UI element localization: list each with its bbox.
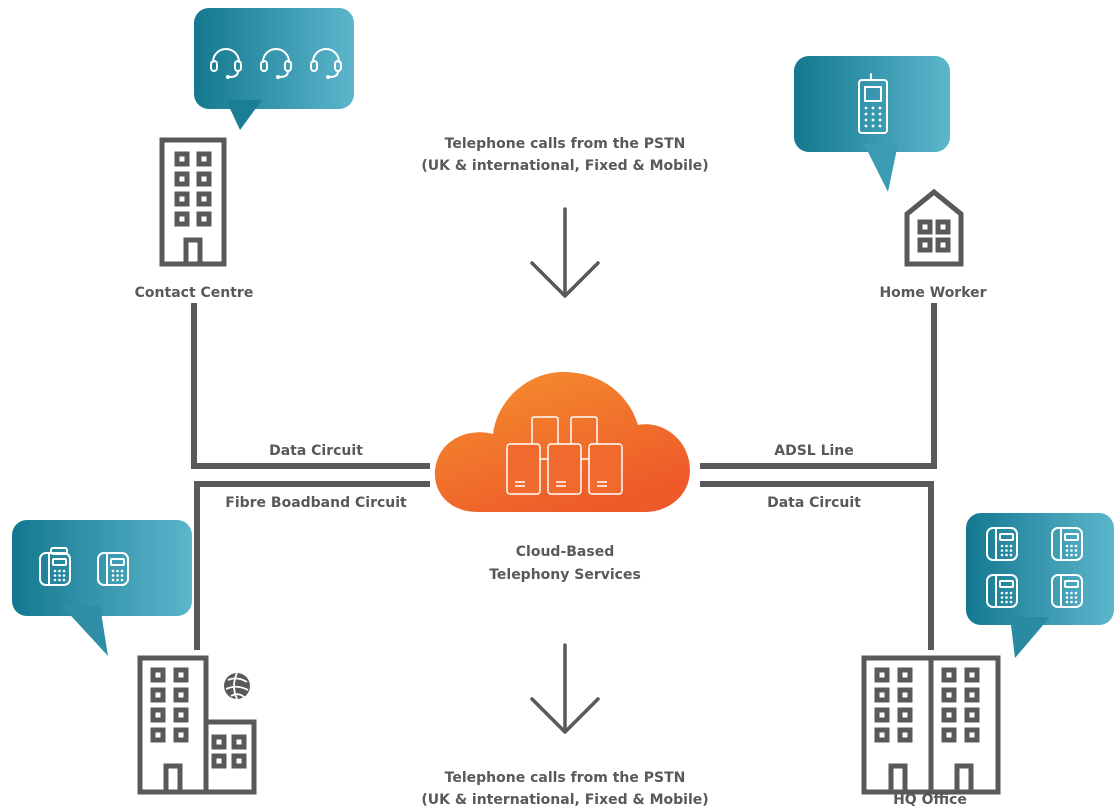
hq-office-label: HQ Office	[893, 792, 967, 808]
desk-phone-icon	[39, 547, 129, 586]
top-pstn-label-line2: (UK & international, Fixed & Mobile)	[421, 158, 708, 174]
cloud-label-line2: Telephony Services	[489, 567, 641, 583]
branch-office-link	[194, 481, 430, 650]
house-icon	[904, 188, 964, 267]
contact-centre-bubble	[194, 8, 354, 130]
home-worker-bubble	[794, 56, 950, 192]
branch-office-building-icon	[137, 655, 257, 795]
down-arrow-bottom	[530, 643, 600, 734]
globe-icon	[224, 672, 250, 700]
cloud-label-line1: Cloud-Based	[516, 544, 614, 560]
mobile-phone-icon	[858, 73, 888, 134]
hq-office-link-label: Data Circuit	[767, 495, 861, 511]
branch-office-bubble	[12, 520, 192, 656]
home-worker-label: Home Worker	[879, 285, 986, 301]
contact-centre-link-label: Data Circuit	[269, 443, 363, 459]
contact-centre-label: Contact Centre	[135, 285, 254, 301]
contact-centre-link	[191, 303, 430, 469]
home-worker-link	[700, 303, 937, 469]
bottom-pstn-label-line2: (UK & international, Fixed & Mobile)	[421, 792, 708, 808]
top-pstn-label-line1: Telephone calls from the PSTN	[445, 136, 686, 152]
home-worker-link-label: ADSL Line	[774, 443, 854, 459]
bottom-pstn-label-line1: Telephone calls from the PSTN	[445, 770, 686, 786]
down-arrow-top	[530, 207, 600, 298]
hq-office-bubble	[966, 513, 1114, 658]
hq-office-link	[700, 481, 934, 650]
contact-centre-building-icon	[159, 137, 227, 267]
connection-lines	[191, 303, 937, 650]
hq-office-building-icon	[861, 655, 1001, 795]
cloud-server-icon	[434, 372, 690, 512]
branch-office-link-label: Fibre Boadband Circuit	[225, 495, 407, 511]
